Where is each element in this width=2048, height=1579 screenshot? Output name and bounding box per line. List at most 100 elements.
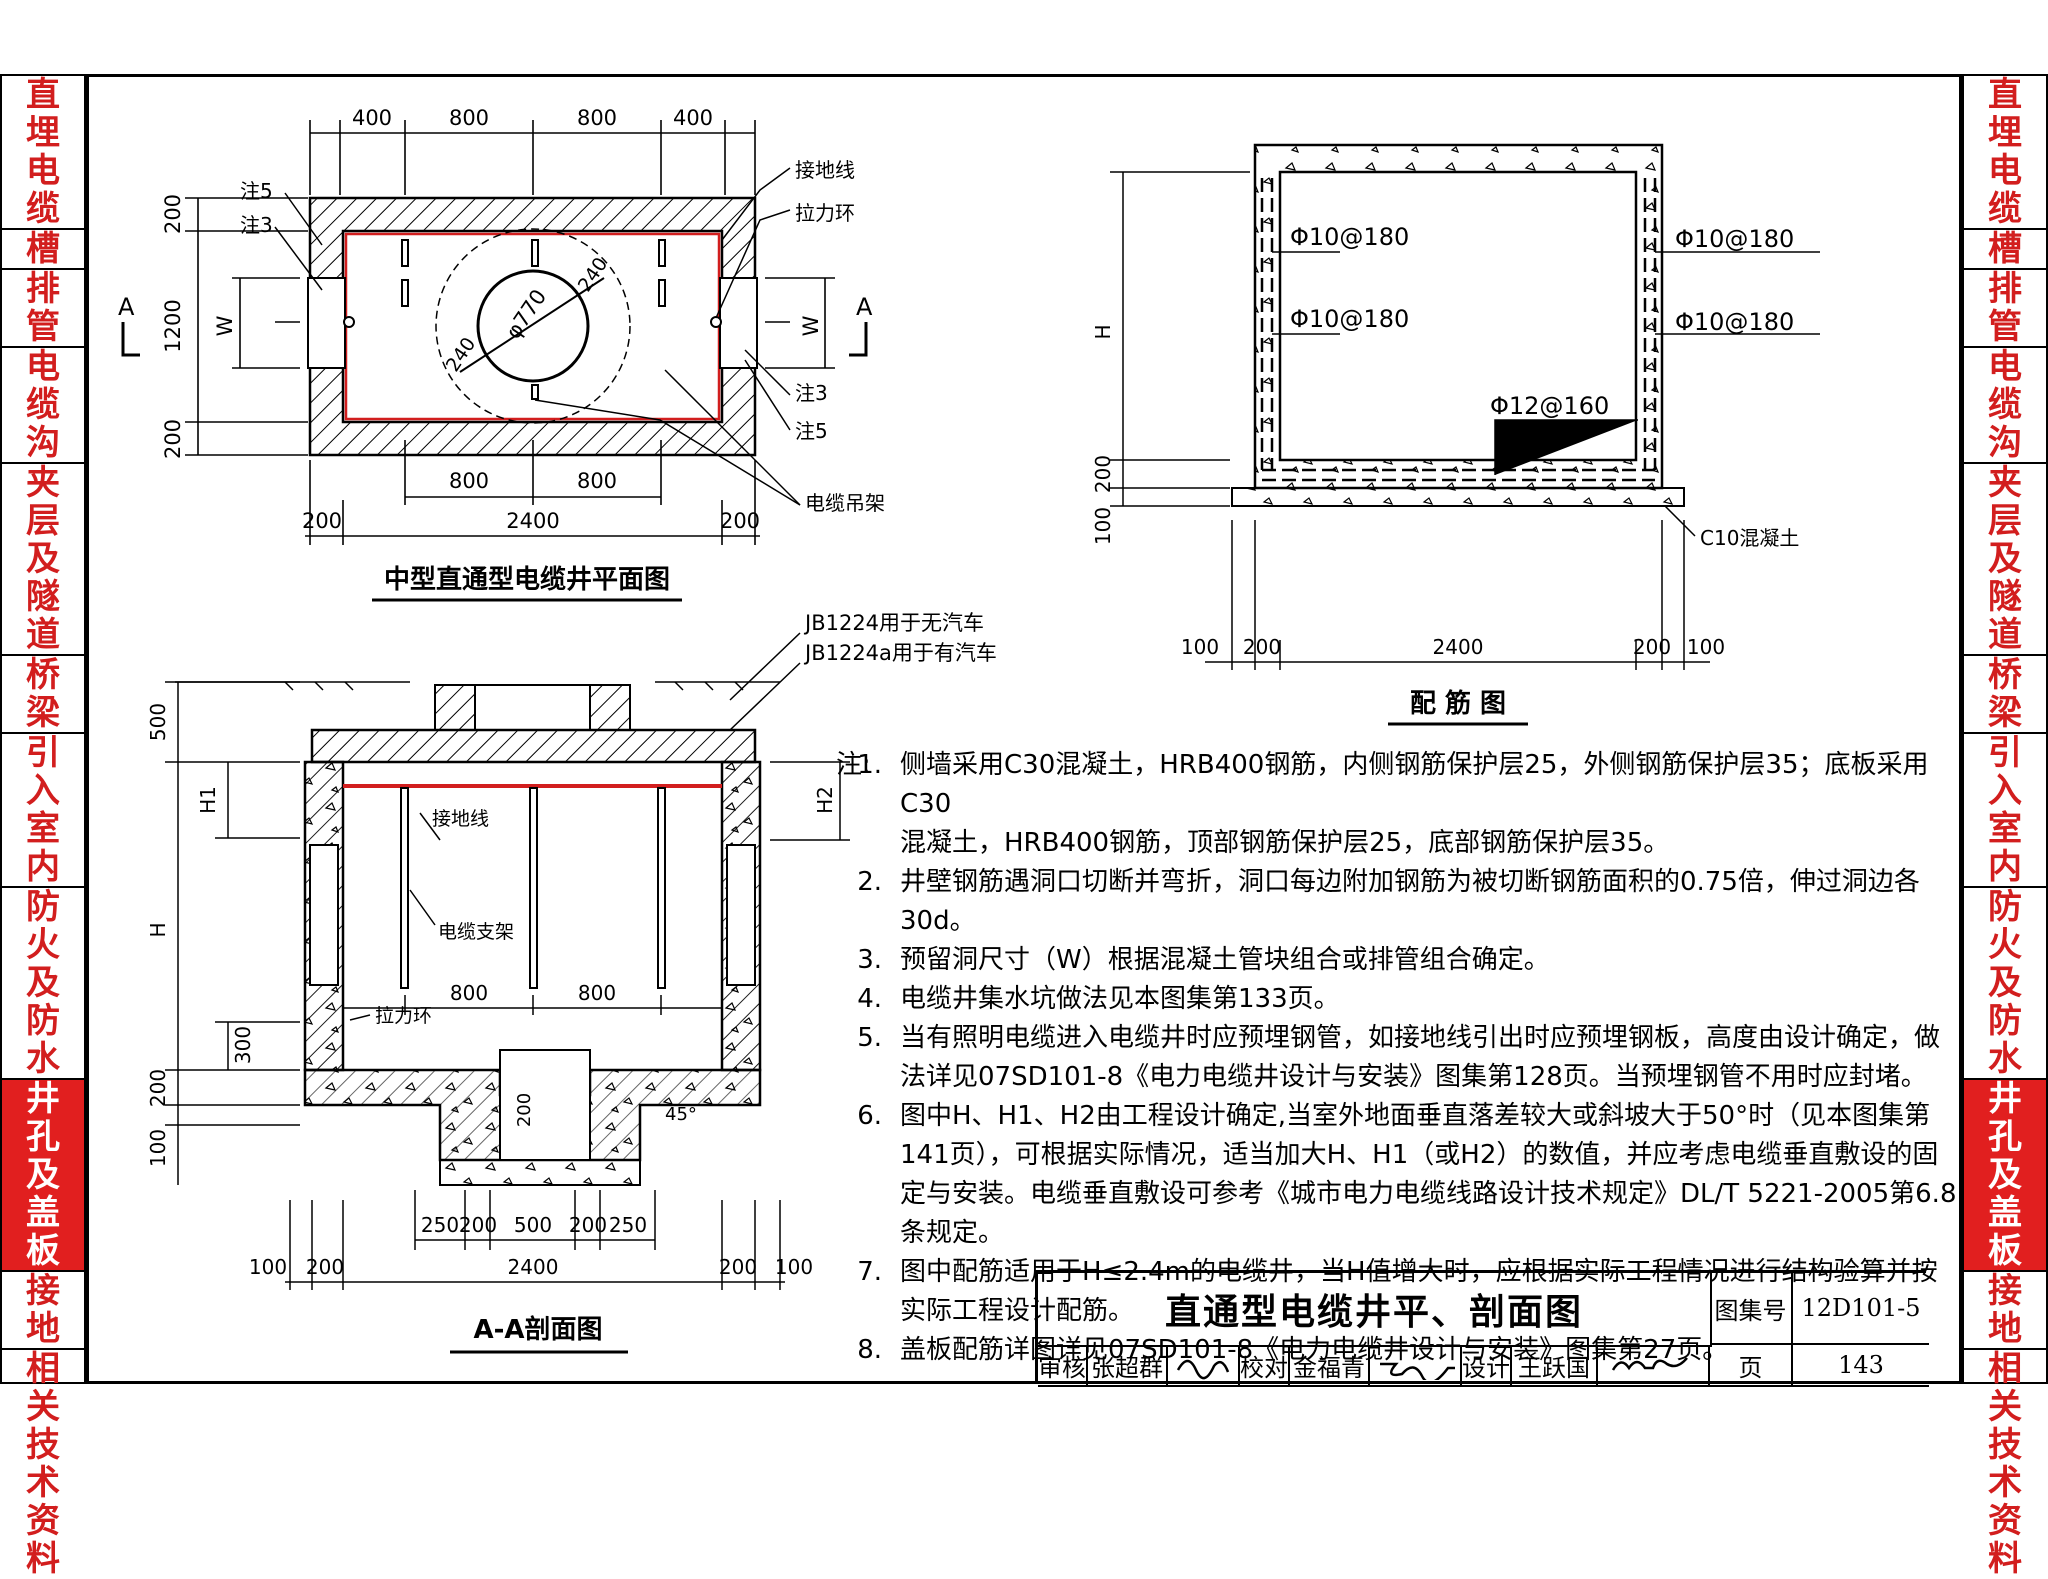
atlas-label: 图集号	[1710, 1273, 1793, 1345]
plan-title: 中型直通型电缆井平面图	[384, 564, 670, 595]
designer-signature	[1598, 1345, 1710, 1387]
section-cover-note-1: JB1224用于无汽车	[803, 611, 984, 635]
note-text: 定与安装。电缆垂直敷设可参考《城市电力电缆线路设计技术规定》DL/T 5221-…	[900, 1179, 1957, 1248]
note-line: 实际工程设计配筋。	[838, 1292, 1963, 1331]
note-number: 5.	[857, 1023, 882, 1053]
note-text: 法详见07SD101-8《电力电缆井设计与安装》图集第128页。当预埋钢管不用时…	[900, 1062, 1927, 1092]
plan-radius-2: 240	[442, 333, 481, 375]
note-line: 6. 图中H、H1、H2由工程设计确定,当室外地面垂直落差较大或斜坡大于50°时（…	[838, 1097, 1963, 1136]
section-dim-left-1: 500	[146, 703, 170, 741]
note-number	[838, 824, 882, 863]
rebar-label-3: Φ10@180	[1675, 225, 1794, 253]
section-ground-label: 接地线	[432, 808, 489, 830]
sidebar-item: 电缆沟	[2, 348, 84, 464]
note-line: 5. 当有照明电缆进入电缆井时应预埋钢管，如接地线引出时应预埋钢板，高度由设计确定…	[838, 1019, 1963, 1058]
note-line: 141页），可根据实际情况，适当加大H、H1（或H2）的数值，并应考虑电缆垂直敷…	[838, 1136, 1963, 1175]
callout-cable-hanger: 电缆吊架	[805, 491, 885, 515]
note-line: 8.盖板配筋详图详见07SD101-8《电力电缆井设计与安装》图集第27页。	[838, 1331, 1963, 1370]
note-number	[838, 1175, 882, 1253]
sidebar-item: 槽	[2, 230, 84, 270]
plan-dim-bottom-inner-2: 800	[577, 469, 617, 493]
checker-name: 金福青	[1290, 1345, 1370, 1387]
plan-dim-left-3: 200	[161, 419, 185, 459]
rebar-dim-left-2: 100	[1091, 507, 1115, 545]
reviewer-name: 张超群	[1088, 1345, 1168, 1387]
plan-view: A A 注5 注3 接地线 拉力环 注3 注5 电缆吊架 400 800 800…	[118, 106, 885, 602]
note-line: 混凝土，HRB400钢筋，顶部钢筋保护层25，底部钢筋保护层35。	[838, 824, 1963, 863]
plan-radius-1: 240	[574, 253, 613, 295]
note-line: 4.电缆井集水坑做法见本图集第133页。	[838, 980, 1963, 1019]
atlas-number: 12D101-5	[1793, 1273, 1929, 1345]
plan-dim-bottom-2: 2400	[506, 509, 559, 533]
note-number: 3.	[857, 945, 882, 975]
sidebar-item: 接地	[1964, 1272, 2046, 1350]
review-label: 审核	[1038, 1345, 1088, 1387]
note-text: 混凝土，HRB400钢筋，顶部钢筋保护层25，底部钢筋保护层35。	[900, 828, 1670, 858]
callout-note3-right: 注3	[795, 381, 828, 405]
note-text: 实际工程设计配筋。	[900, 1296, 1135, 1326]
section-dim-left-3: H	[146, 922, 170, 937]
rebar-dim-bottom-3: 2400	[1433, 635, 1484, 659]
section-dim-left-5: 200	[146, 1069, 170, 1107]
rebar-label-2: Φ10@180	[1290, 305, 1409, 333]
plan-dim-bottom-1: 200	[302, 509, 342, 533]
section-angle: 45°	[665, 1104, 697, 1125]
plan-dim-top-2: 800	[449, 106, 489, 130]
sidebar-item: 引入室内	[2, 734, 84, 888]
section-dim-sump-2: 200	[459, 1213, 497, 1237]
section-dim-sump-3: 500	[514, 1213, 552, 1237]
section-bracket-label: 电缆支架	[438, 921, 514, 943]
sidebar-item: 槽	[1964, 230, 2046, 270]
section-dim-bottom-2: 200	[306, 1255, 344, 1279]
drawing-frame	[86, 74, 1962, 1384]
notes-prefix: 注:	[836, 750, 871, 780]
section-dim-bottom-5: 100	[775, 1255, 813, 1279]
sidebar-item: 直埋电缆	[1964, 76, 2046, 230]
plan-dim-left-1: 200	[161, 194, 185, 234]
note-text: 当有照明电缆进入电缆井时应预埋钢管，如接地线引出时应预埋钢板，高度由设计确定，做	[900, 1023, 1941, 1053]
plan-dim-top-3: 800	[577, 106, 617, 130]
sidebar-item: 井孔及盖板	[1964, 1080, 2046, 1272]
section-mark-right: A	[856, 293, 873, 321]
section-cover-note-2: JB1224a用于有汽车	[803, 641, 997, 665]
section-mark-left: A	[118, 293, 135, 321]
page-label: 页	[1710, 1345, 1793, 1387]
checker-signature	[1370, 1345, 1462, 1387]
note-number: 8.	[857, 1335, 882, 1365]
section-dim-left-4: 300	[231, 1026, 255, 1064]
plan-circle-dia: φ770	[501, 285, 551, 343]
sidebar-item: 夹层及隧道	[1964, 464, 2046, 656]
note-text: 井壁钢筋遇洞口切断并弯折，洞口每边附加钢筋为被切断钢筋面积的0.75倍，伸过洞边…	[900, 867, 1920, 936]
rebar-dim-h: H	[1091, 324, 1115, 339]
page-number: 143	[1793, 1345, 1929, 1387]
note-line: 2.井壁钢筋遇洞口切断并弯折，洞口每边附加钢筋为被切断钢筋面积的0.75倍，伸过…	[838, 863, 1963, 941]
sidebar-item: 直埋电缆	[2, 76, 84, 230]
section-dim-sump-5: 250	[609, 1213, 647, 1237]
callout-pull-ring: 拉力环	[795, 201, 855, 225]
section-dim-left-2: H1	[196, 786, 220, 814]
rebar-label-1: Φ10@180	[1290, 223, 1409, 251]
plan-dim-w-right: W	[799, 315, 823, 336]
sidebar-item: 桥梁	[1964, 656, 2046, 734]
rebar-concrete-label: C10混凝土	[1700, 526, 1799, 550]
rebar-label-4: Φ10@180	[1675, 308, 1794, 336]
rebar-view: Φ10@180 Φ10@180 Φ10@180 Φ10@180 Φ12@160 …	[1091, 143, 1820, 726]
callout-ground: 接地线	[795, 158, 855, 182]
rebar-dim-bottom-5: 100	[1687, 635, 1725, 659]
note-number	[838, 1292, 882, 1331]
rebar-dim-bottom-1: 100	[1181, 635, 1219, 659]
note-text: 图中H、H1、H2由工程设计确定,当室外地面垂直落差较大或斜坡大于50°时（见本…	[900, 1101, 1931, 1131]
rebar-dim-bottom-4: 200	[1633, 635, 1671, 659]
sidebar-item: 防火及防水	[1964, 888, 2046, 1080]
note-number: 6.	[857, 1101, 882, 1131]
sidebar-item: 夹层及隧道	[2, 464, 84, 656]
note-text: 电缆井集水坑做法见本图集第133页。	[900, 984, 1340, 1014]
section-dim-inner-2: 800	[578, 981, 616, 1005]
sidebar-item: 桥梁	[2, 656, 84, 734]
note-text: 侧墙采用C30混凝土，HRB400钢筋，内侧钢筋保护层25，外侧钢筋保护层35；…	[900, 750, 1929, 819]
design-label: 设计	[1462, 1345, 1512, 1387]
section-dim-sump-4: 200	[569, 1213, 607, 1237]
section-sump-dim: 200	[514, 1093, 535, 1127]
rebar-dim-bottom-2: 200	[1243, 635, 1281, 659]
note-line: 1.侧墙采用C30混凝土，HRB400钢筋，内侧钢筋保护层25，外侧钢筋保护层3…	[838, 746, 1963, 824]
